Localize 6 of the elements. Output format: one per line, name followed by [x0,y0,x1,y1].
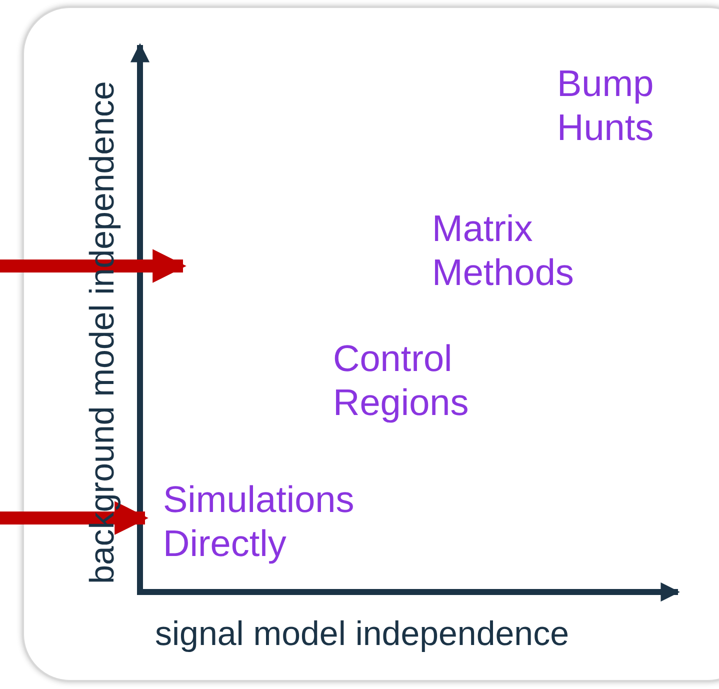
axis-title: background model independence [84,80,122,586]
method-label: Matrix Methods [432,207,575,295]
method-label: Simulations Directly [163,478,356,566]
method-label: Bump Hunts [557,62,655,150]
method-label: Control Regions [333,337,470,425]
axis-title: signal model independence [155,615,569,654]
